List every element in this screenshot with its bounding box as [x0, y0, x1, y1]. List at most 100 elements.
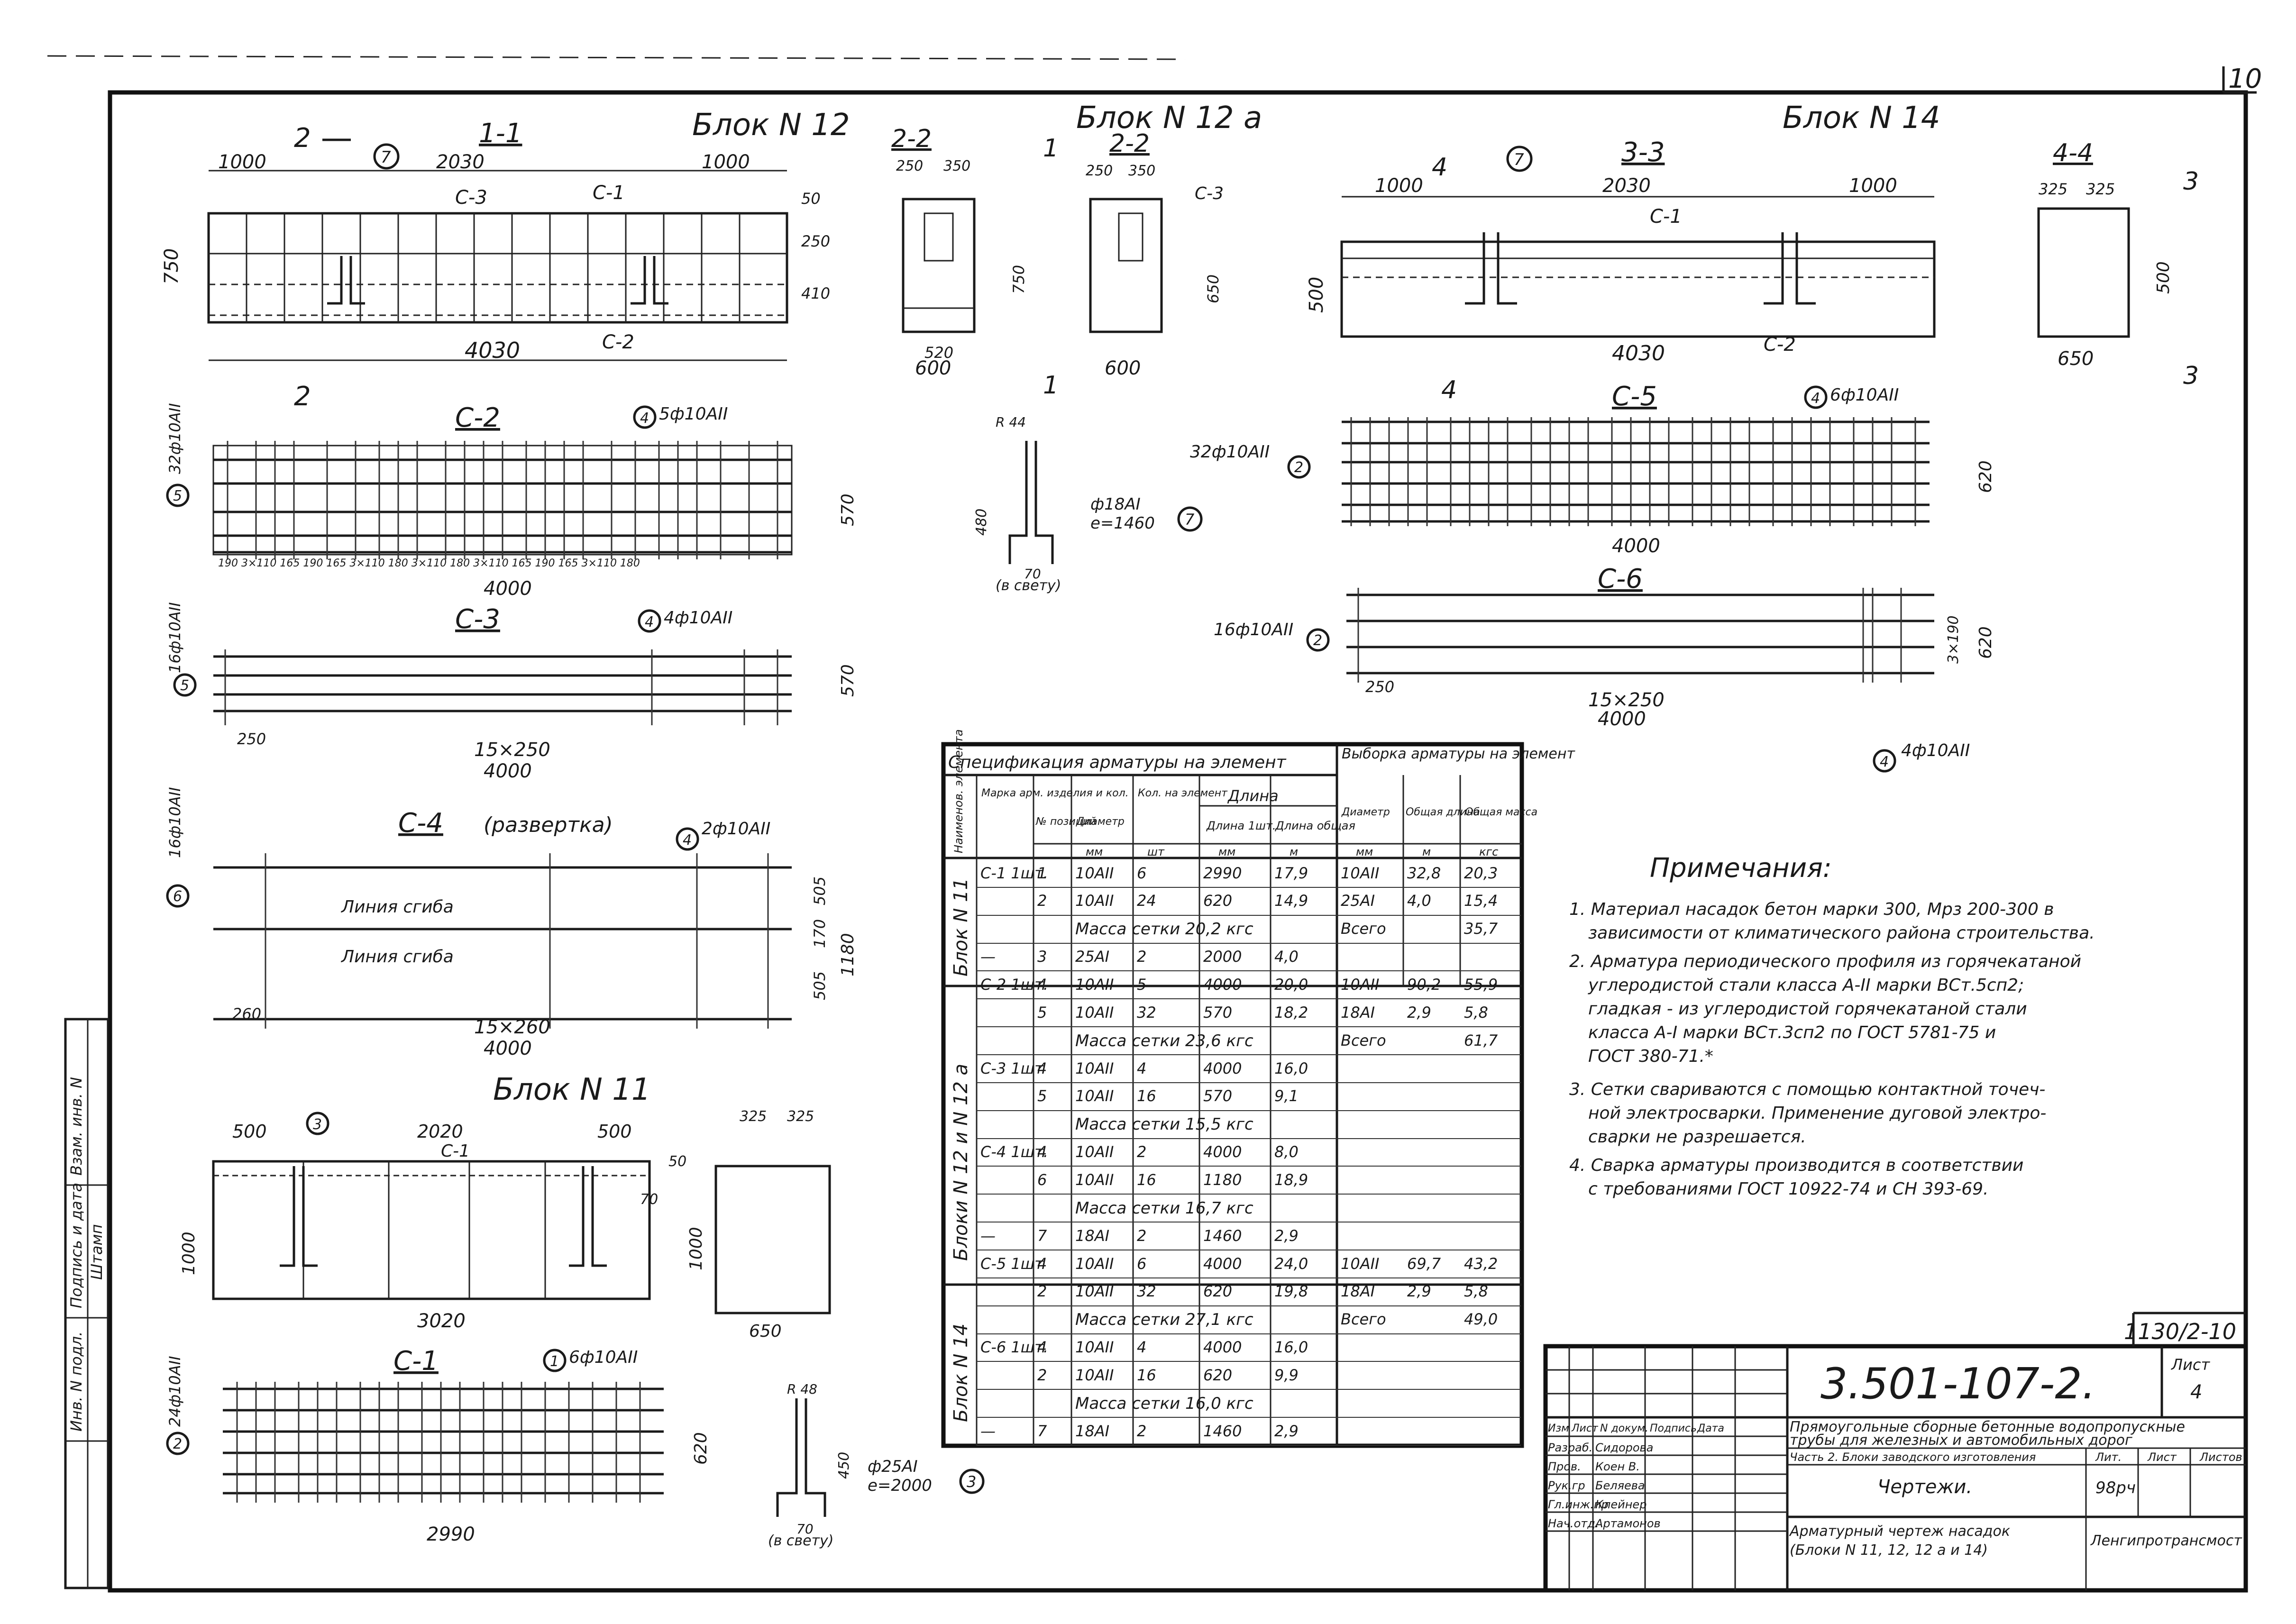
svg-text:4ф10АII: 4ф10АII — [664, 608, 732, 628]
svg-text:1000: 1000 — [1849, 175, 1897, 197]
svg-text:3. Сетки свариваются с помощью: 3. Сетки свариваются с помощью контактно… — [1569, 1080, 2045, 1099]
svg-text:410: 410 — [801, 284, 830, 302]
spec-cell: 10АII — [1075, 1171, 1114, 1189]
spec-cell: С-5 1шт — [980, 1254, 1043, 1273]
svg-text:Диаметр: Диаметр — [1076, 816, 1125, 828]
svg-text:5: 5 — [173, 488, 182, 504]
svg-text:4: 4 — [1880, 754, 1889, 770]
svg-text:Взам. инв. N: Взам. инв. N — [67, 1077, 85, 1176]
spec-cell: 10АII — [1075, 1003, 1114, 1022]
svg-text:Чертежи.: Чертежи. — [1877, 1476, 1972, 1498]
spec-cell: 4 — [1037, 976, 1047, 994]
spec-cell: 2 — [1137, 1143, 1147, 1161]
svg-text:450: 450 — [836, 1452, 852, 1479]
spec-cell: 4 — [1037, 1059, 1047, 1077]
spec-cell: С-1 1шт. — [980, 864, 1048, 882]
svg-text:1000: 1000 — [702, 151, 750, 173]
svg-text:Блок N 12: Блок N 12 — [692, 108, 850, 143]
svg-text:350: 350 — [1128, 163, 1155, 179]
svg-text:С-6: С-6 — [1598, 564, 1643, 594]
spec-cell: 10АII — [1075, 1282, 1114, 1301]
svg-text:4: 4 — [683, 832, 692, 848]
svg-text:С-1: С-1 — [1650, 206, 1682, 228]
svg-text:1180: 1180 — [838, 933, 858, 976]
svg-text:15×250: 15×250 — [474, 739, 550, 761]
spec-cell: 7 — [1037, 1226, 1047, 1245]
svg-text:1: 1 — [1043, 134, 1059, 163]
spec-cell: 6 — [1037, 1171, 1047, 1189]
mesh-c6: С-6 16ф10АII 2 250 15×250 4000 3×190 620… — [1214, 564, 1995, 773]
spec-cell: 18,9 — [1274, 1171, 1308, 1189]
svg-text:Блок N 11: Блок N 11 — [950, 878, 972, 976]
svg-text:Сидорова: Сидорова — [1595, 1441, 1653, 1454]
spec-cell: Масса сетки 27,1 кгс — [1075, 1310, 1253, 1330]
spec-cell: 10АII — [1075, 1366, 1114, 1385]
svg-text:Блок N 12 а: Блок N 12 а — [1076, 100, 1262, 136]
spec-cell: 6 — [1137, 864, 1147, 882]
spec-cell: 16,0 — [1274, 1338, 1308, 1357]
svg-text:170: 170 — [811, 919, 829, 948]
svg-text:м: м — [1290, 845, 1298, 858]
spec-cell: 49,0 — [1464, 1310, 1498, 1329]
spec-row: Масса сетки 15,5 кгс — [977, 1110, 1521, 1139]
sheet-number: 10 — [2228, 64, 2262, 94]
svg-text:Часть 2. Блоки заводского изго: Часть 2. Блоки заводского изготовления — [1790, 1451, 2036, 1464]
svg-text:2-2: 2-2 — [891, 125, 932, 153]
spec-cell: 69,7 — [1407, 1254, 1441, 1273]
spec-cell: 7 — [1037, 1422, 1047, 1440]
svg-text:325: 325 — [740, 1108, 767, 1125]
spec-cell: 32 — [1137, 1003, 1156, 1022]
svg-text:Лист: Лист — [2171, 1356, 2210, 1374]
svg-text:620: 620 — [1976, 460, 1995, 493]
svg-text:325: 325 — [2086, 180, 2115, 198]
svg-text:Беляева: Беляева — [1595, 1479, 1645, 1492]
svg-text:Длина: Длина — [1227, 787, 1279, 805]
svg-text:4000: 4000 — [484, 578, 532, 600]
spec-cell: 15,4 — [1464, 892, 1498, 910]
spec-cell: 4 — [1037, 1254, 1047, 1273]
svg-text:С-2: С-2 — [455, 402, 500, 433]
svg-text:4000: 4000 — [1612, 535, 1660, 557]
svg-text:16ф10АII: 16ф10АII — [166, 602, 184, 673]
svg-text:Артамонов: Артамонов — [1594, 1517, 1661, 1530]
svg-text:70: 70 — [1024, 566, 1041, 582]
svg-text:Коен В.: Коен В. — [1595, 1460, 1640, 1473]
svg-text:70: 70 — [796, 1521, 814, 1537]
svg-text:4030: 4030 — [465, 338, 520, 363]
spec-cell: 2 — [1037, 1366, 1047, 1385]
svg-text:С-3: С-3 — [1195, 184, 1224, 203]
svg-text:570: 570 — [838, 493, 858, 526]
spec-cell: 6 — [1137, 1254, 1147, 1273]
spec-cell: 25АI — [1341, 892, 1375, 910]
svg-text:мм: мм — [1218, 845, 1235, 858]
svg-text:325: 325 — [2039, 180, 2067, 198]
svg-text:600: 600 — [1105, 357, 1141, 379]
spec-cell: Масса сетки 20,2 кгс — [1075, 920, 1253, 939]
spec-cell: 9,1 — [1274, 1087, 1299, 1105]
spec-cell: 4000 — [1203, 976, 1242, 994]
svg-text:1130/2-10: 1130/2-10 — [2124, 1319, 2236, 1344]
spec-cell: 5 — [1037, 1087, 1047, 1105]
svg-text:4: 4 — [2190, 1381, 2202, 1403]
svg-text:600: 600 — [915, 357, 951, 379]
svg-text:Кол. на элемент: Кол. на элемент — [1138, 787, 1228, 799]
spec-cell: 4 — [1137, 1059, 1147, 1077]
svg-text:3: 3 — [967, 1473, 976, 1491]
bar-pos3-detail: R 48 450 70 (в свету) ф25АI е=2000 3 — [768, 1381, 985, 1549]
svg-text:2. Арматура периодического про: 2. Арматура периодического профиля из го… — [1569, 952, 2081, 971]
svg-text:50: 50 — [801, 190, 821, 208]
svg-text:Инв. N подл.: Инв. N подл. — [67, 1332, 85, 1432]
svg-text:Лист: Лист — [2147, 1451, 2177, 1464]
svg-text:250: 250 — [801, 232, 830, 250]
svg-text:500: 500 — [597, 1121, 632, 1142]
mesh-c5: С-5 6ф10АII 4 32ф10АII 2 — [1190, 381, 1995, 557]
spec-cell: 5 — [1137, 976, 1147, 994]
svg-text:е=2000: е=2000 — [868, 1476, 932, 1495]
spec-cell: 1 — [1037, 864, 1047, 882]
spec-cell: 2 — [1137, 1422, 1147, 1440]
svg-text:С-4: С-4 — [398, 808, 443, 839]
